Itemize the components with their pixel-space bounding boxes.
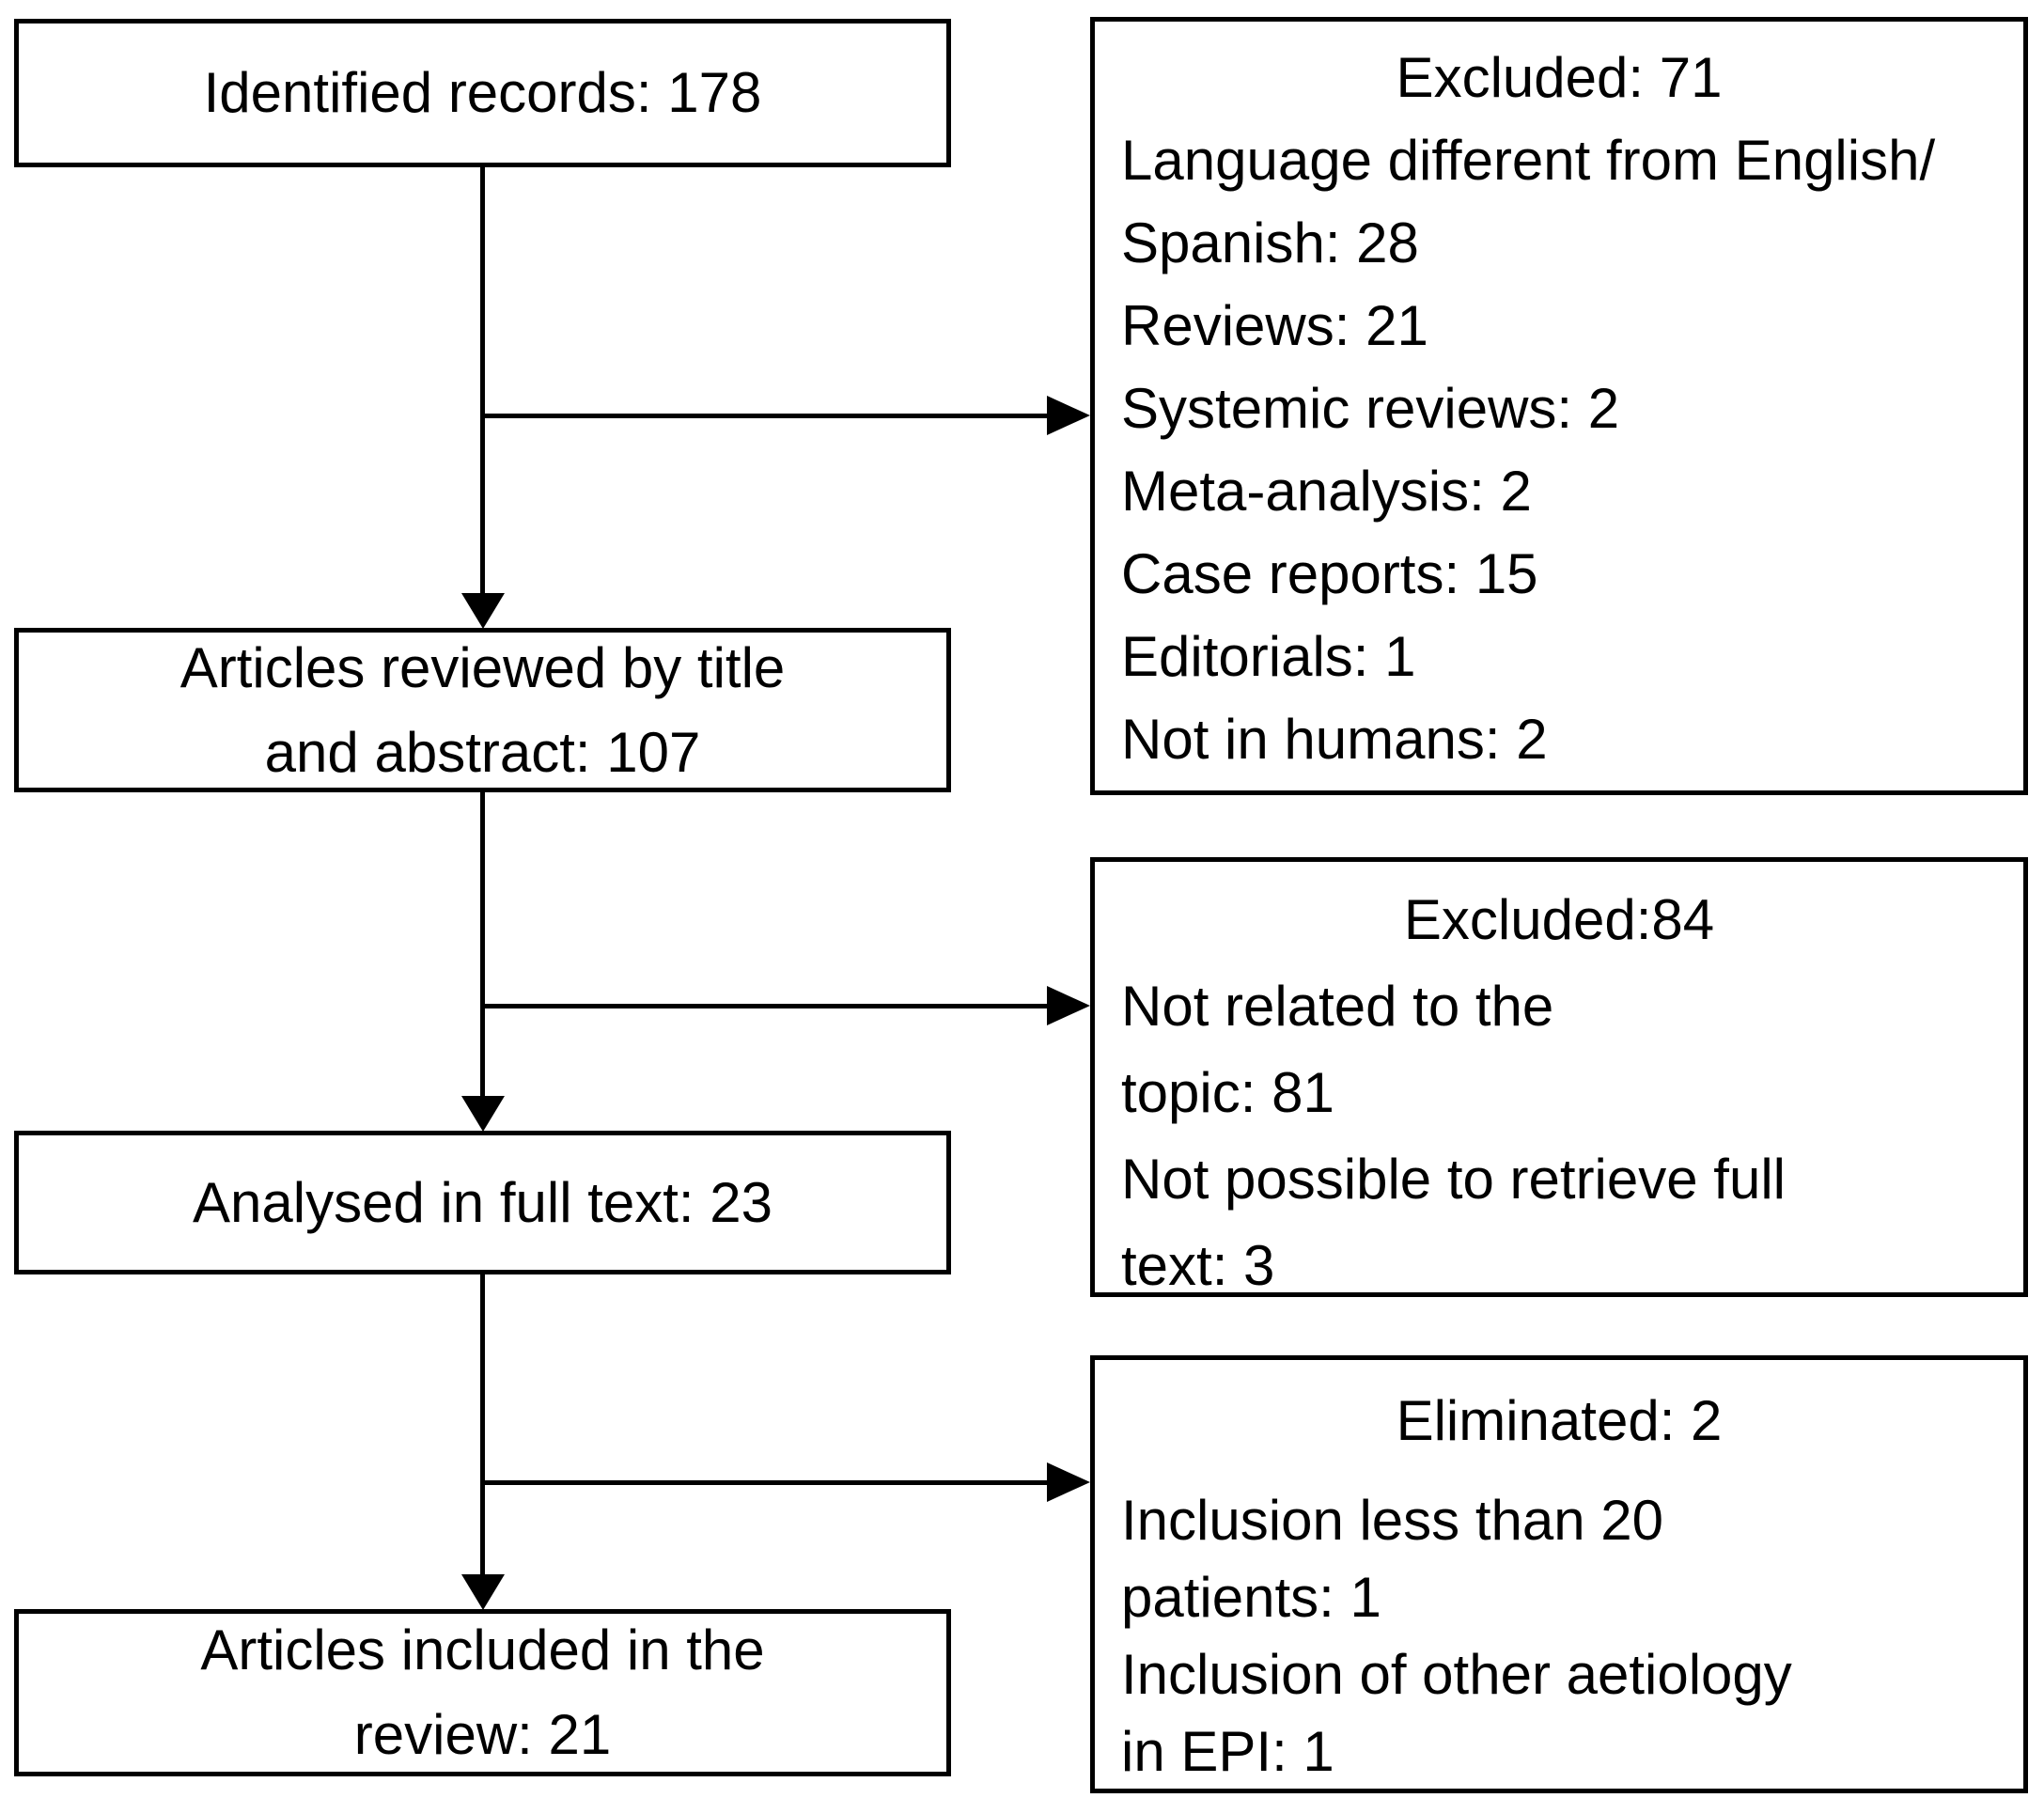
excluded-71-reason: Spanish: 28 <box>1121 211 1419 274</box>
box-analysed-full-text: Analysed in full text: 23 <box>14 1131 951 1274</box>
box-articles-reviewed-line-1: Articles reviewed by title <box>179 635 786 699</box>
arrow-right-icon <box>1047 396 1090 435</box>
eliminated-2-reason: Inclusion less than 20 <box>1121 1489 1664 1552</box>
box-analysed-full-text-line: Analysed in full text: 23 <box>192 1170 773 1234</box>
box-excluded-84-heading: Excluded:84 <box>1403 888 1715 951</box>
excluded-71-reason: Systemic reviews: 2 <box>1121 377 1620 440</box>
eliminated-2-reason: patients: 1 <box>1121 1566 1381 1629</box>
excluded-71-reason: Language different from English/ <box>1121 129 1936 192</box>
branch-line-eliminated-2 <box>482 1480 1048 1485</box>
excluded-71-reason: Meta-analysis: 2 <box>1121 460 1532 523</box>
box-articles-reviewed: Articles reviewed by title and abstract:… <box>14 628 951 792</box>
eliminated-2-reason: Inclusion of other aetiology <box>1121 1643 1792 1706</box>
arrow-down-icon <box>461 1096 505 1132</box>
box-articles-included: Articles included in the review: 21 <box>14 1609 951 1776</box>
box-articles-reviewed-line-2: and abstract: 107 <box>264 720 701 784</box>
box-eliminated-2: Eliminated: 2 Inclusion less than 20 pat… <box>1090 1355 2028 1793</box>
excluded-84-reason: text: 3 <box>1121 1234 1275 1297</box>
box-articles-included-line-1: Articles included in the <box>200 1618 765 1681</box>
excluded-84-reason: topic: 81 <box>1121 1061 1334 1124</box>
excluded-71-reason: Not in humans: 2 <box>1121 708 1548 771</box>
connector-line-3-to-4 <box>480 1274 485 1577</box>
excluded-84-reason: Not possible to retrieve full <box>1121 1148 1786 1211</box>
excluded-71-reason: Case reports: 15 <box>1121 542 1538 605</box>
branch-line-excluded-84 <box>482 1004 1048 1008</box>
excluded-84-reason: Not related to the <box>1121 975 1554 1038</box>
box-excluded-71: Excluded: 71 Language different from Eng… <box>1090 17 2028 795</box>
box-identified-records-line: Identified records: 178 <box>203 61 762 124</box>
arrow-right-icon <box>1047 1462 1090 1502</box>
box-eliminated-2-heading: Eliminated: 2 <box>1396 1389 1723 1452</box>
branch-line-excluded-71 <box>482 414 1048 418</box>
arrow-down-icon <box>461 1574 505 1610</box>
excluded-71-reason: Reviews: 21 <box>1121 294 1428 357</box>
connector-line-2-to-3 <box>480 792 485 1100</box>
box-excluded-71-heading: Excluded: 71 <box>1396 46 1723 109</box>
box-identified-records: Identified records: 178 <box>14 19 951 167</box>
arrow-right-icon <box>1047 986 1090 1025</box>
box-excluded-84: Excluded:84 Not related to the topic: 81… <box>1090 857 2028 1297</box>
connector-line-1-to-2 <box>480 167 485 597</box>
arrow-down-icon <box>461 593 505 629</box>
excluded-71-reason: Editorials: 1 <box>1121 625 1416 688</box>
box-articles-included-line-2: review: 21 <box>353 1703 612 1766</box>
eliminated-2-reason: in EPI: 1 <box>1121 1720 1334 1783</box>
